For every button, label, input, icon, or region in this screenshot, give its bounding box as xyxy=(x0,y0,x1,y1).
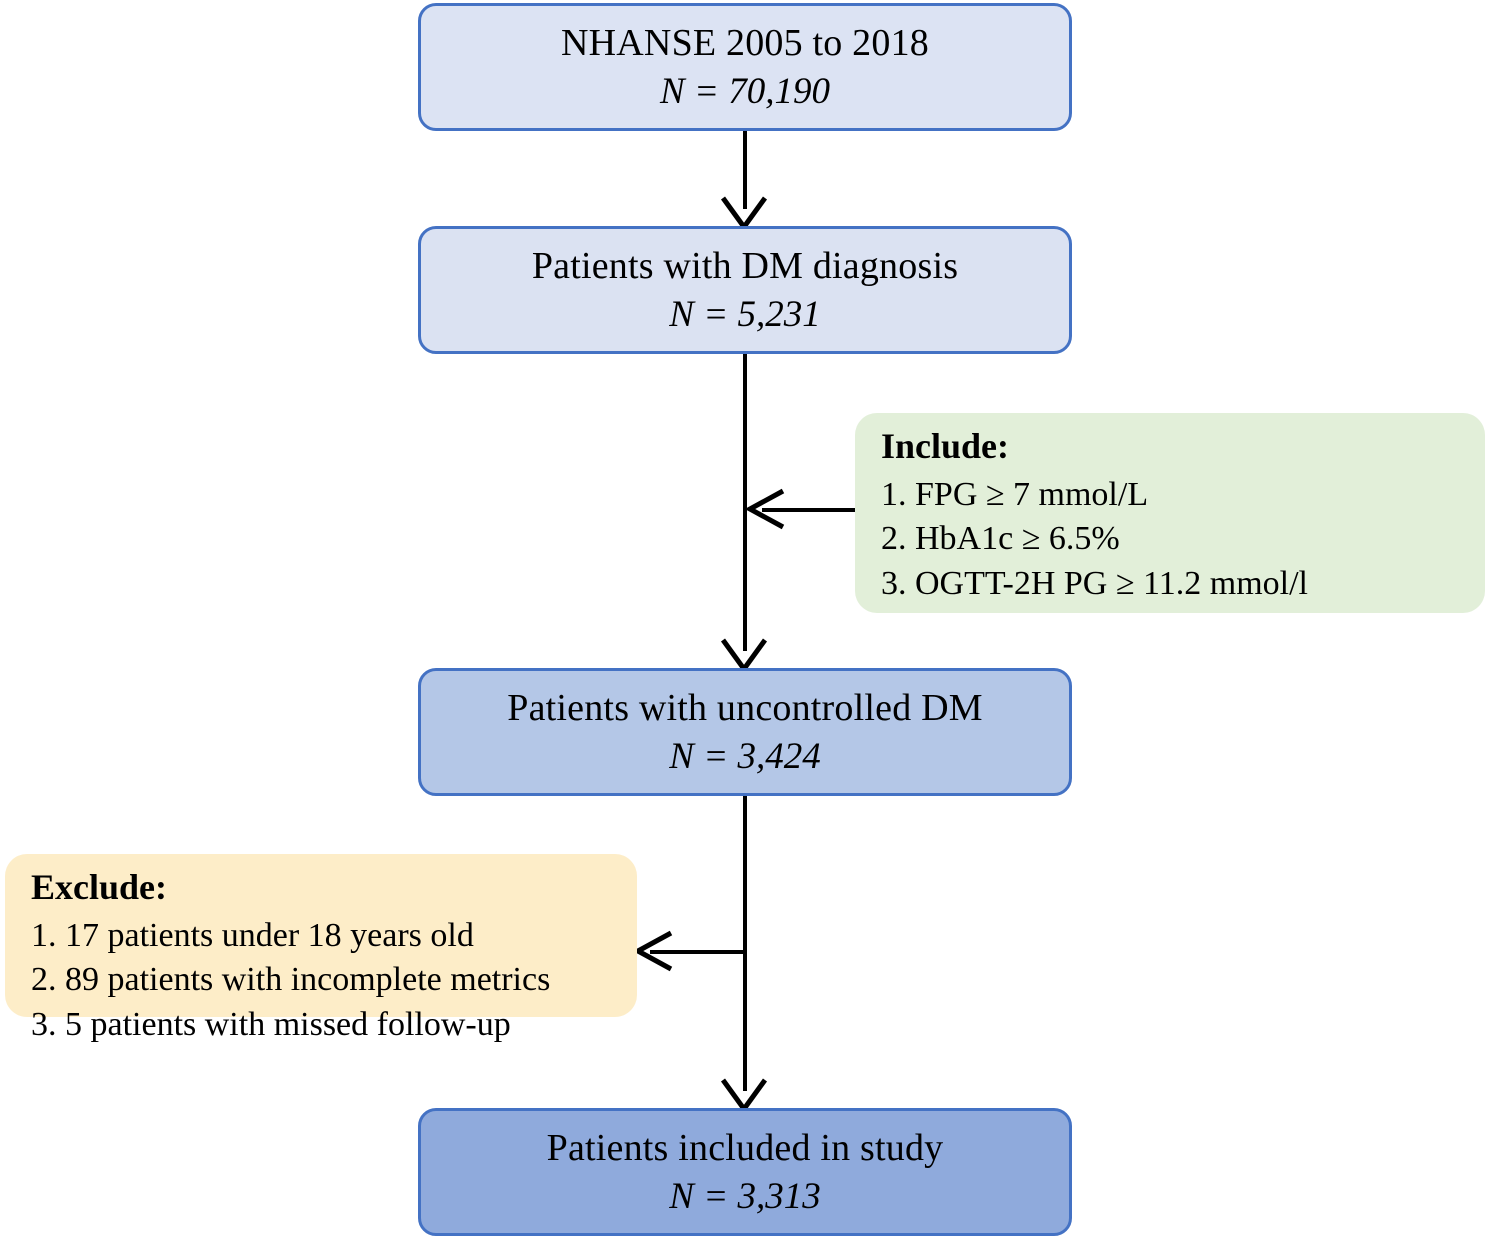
flow-node-source-population: NHANSE 2005 to 2018 N = 70,190 xyxy=(418,3,1072,131)
flow-node-count: N = 5,231 xyxy=(669,293,821,335)
flow-node-title: Patients with uncontrolled DM xyxy=(507,686,983,729)
callout-item: 1. 17 patients under 18 years old xyxy=(31,916,474,954)
callout-title: Exclude: xyxy=(31,867,168,907)
callout-item: 3. 5 patients with missed follow-up xyxy=(31,1006,511,1044)
arrowhead-down-source-to-dm xyxy=(720,196,768,232)
callout-item: 3. OGTT-2H PG ≥ 11.2 mmol/l xyxy=(881,565,1308,603)
arrowhead-down-dm-to-uncontrolled xyxy=(720,638,768,674)
flow-node-title: Patients included in study xyxy=(546,1126,944,1169)
arrowhead-left-include xyxy=(744,488,785,530)
flow-node-count: N = 70,190 xyxy=(660,70,830,112)
arrowhead-left-exclude xyxy=(632,930,673,972)
callout-item: 2. HbA1c ≥ 6.5% xyxy=(881,520,1120,558)
callout-item: 1. FPG ≥ 7 mmol/L xyxy=(881,475,1149,513)
connector-line-include-to-trunk xyxy=(762,508,862,512)
callout-title: Include: xyxy=(881,426,1010,466)
flow-node-uncontrolled-dm: Patients with uncontrolled DM N = 3,424 xyxy=(418,668,1072,796)
callout-item-list: 1. FPG ≥ 7 mmol/L 2. HbA1c ≥ 6.5% 3. OGT… xyxy=(881,473,1485,608)
flow-node-title: Patients with DM diagnosis xyxy=(531,244,959,287)
flow-node-included-in-study: Patients included in study N = 3,313 xyxy=(418,1108,1072,1236)
connector-line-dm-to-uncontrolled xyxy=(743,354,747,651)
flow-node-title: NHANSE 2005 to 2018 xyxy=(561,21,929,64)
arrowhead-down-uncontrolled-to-included xyxy=(720,1078,768,1114)
callout-exclude: Exclude: 1. 17 patients under 18 years o… xyxy=(5,854,637,1043)
flow-node-count: N = 3,313 xyxy=(669,1175,821,1217)
connector-line-exclude-from-trunk xyxy=(650,950,746,954)
callout-item: 2. 89 patients with incomplete metrics xyxy=(31,961,551,999)
flow-node-dm-diagnosis: Patients with DM diagnosis N = 5,231 xyxy=(418,226,1072,354)
callout-include: Include: 1. FPG ≥ 7 mmol/L 2. HbA1c ≥ 6.… xyxy=(855,413,1485,613)
flow-node-count: N = 3,424 xyxy=(669,735,821,777)
connector-line-uncontrolled-to-included xyxy=(743,796,747,1091)
callout-item-list: 1. 17 patients under 18 years old 2. 89 … xyxy=(31,914,637,1049)
connector-line-source-to-dm xyxy=(743,131,747,209)
